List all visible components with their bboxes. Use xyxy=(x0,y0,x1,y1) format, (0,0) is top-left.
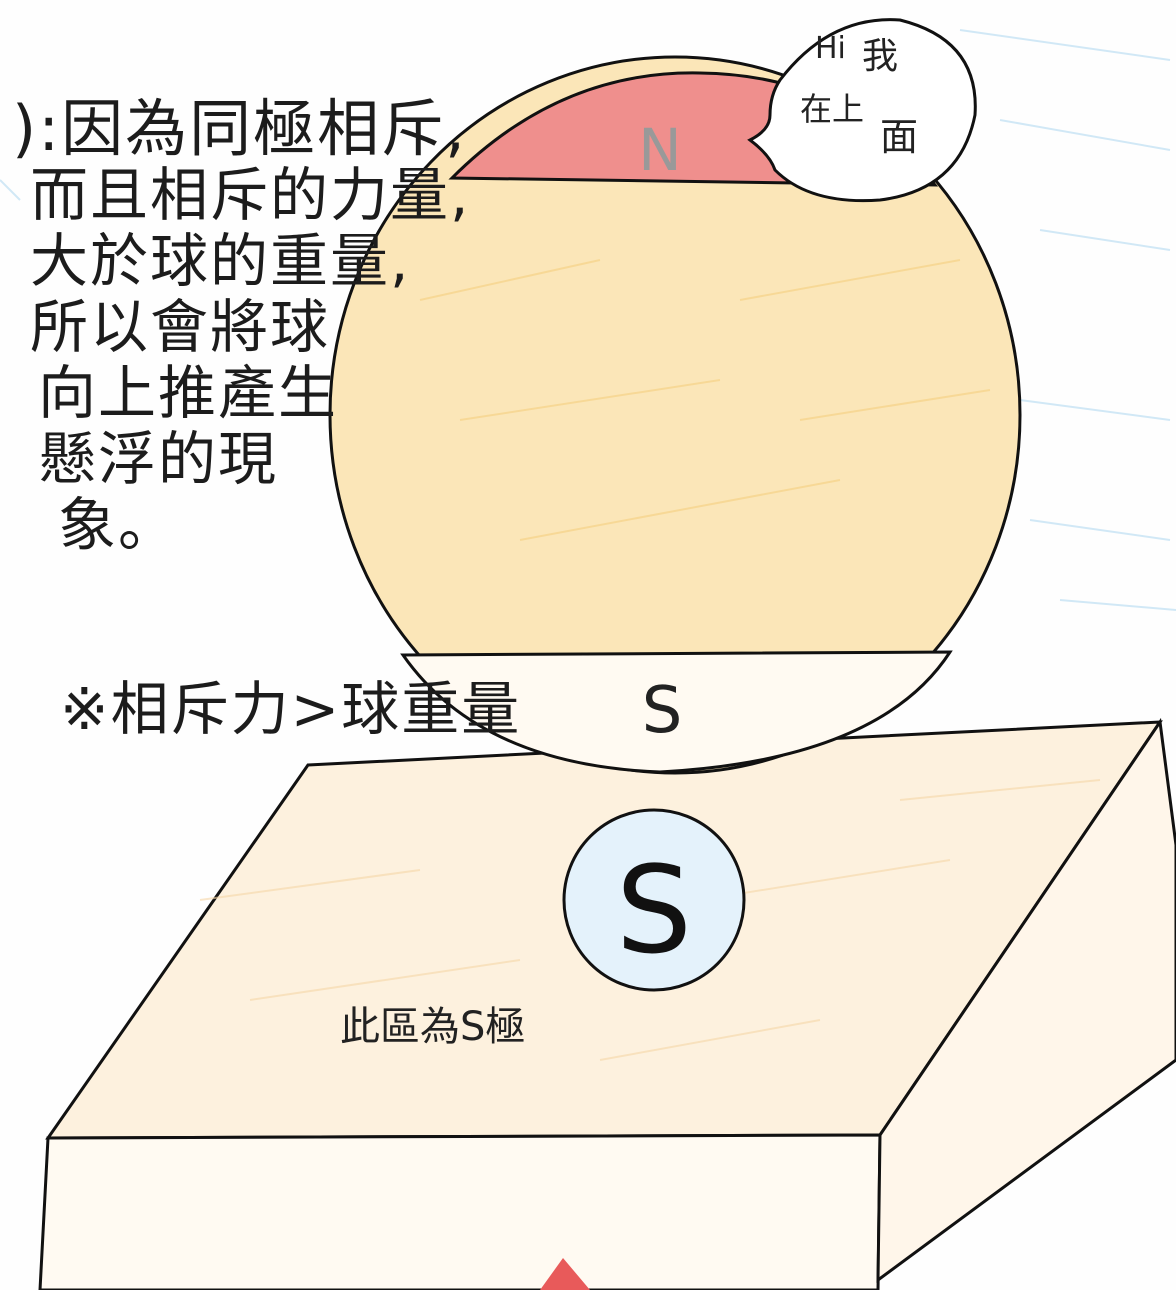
explanation-line: 象。 xyxy=(58,491,179,559)
explanation-line: 大於球的重量, xyxy=(30,227,411,295)
explanation-line: ):因為同極相斥, xyxy=(12,92,467,165)
base-region-label: 此區為S極 xyxy=(340,1004,525,1050)
force-comparison-note: ※相斥力>球重量 xyxy=(60,675,522,743)
bubble-wo: 我 xyxy=(862,36,898,77)
background-hatching xyxy=(0,29,1176,611)
speech-bubble: Hi 我 在上 面 xyxy=(747,18,977,203)
red-mark xyxy=(540,1258,590,1290)
ball-body xyxy=(328,55,1022,775)
explanation-line: 向上推產生 xyxy=(38,359,339,427)
base-pole-label: S xyxy=(616,842,692,981)
bubble-zai-shang: 在上 xyxy=(800,90,864,128)
ball-south-label: S xyxy=(642,674,683,748)
ball-south-band xyxy=(400,650,953,774)
explanation-line: 而且相斥的力量, xyxy=(30,161,471,229)
explanation-line: 所以會將球 xyxy=(30,293,331,361)
base-pole-circle xyxy=(562,808,746,992)
ball-north-label: N xyxy=(638,116,681,184)
explanation-text: ):因為同極相斥, 而且相斥的力量, 大於球的重量, 所以會將球 向上推產生 懸… xyxy=(12,92,471,559)
explanation-line: 懸浮的現 xyxy=(38,425,279,493)
speech-bubble-outline xyxy=(747,18,977,203)
base-side-face xyxy=(876,717,1176,1284)
bubble-hi: Hi xyxy=(815,31,846,66)
magnet-base: S 此區為S極 xyxy=(38,717,1176,1290)
base-front-face xyxy=(38,1133,882,1290)
bubble-mian: 面 xyxy=(880,115,918,159)
